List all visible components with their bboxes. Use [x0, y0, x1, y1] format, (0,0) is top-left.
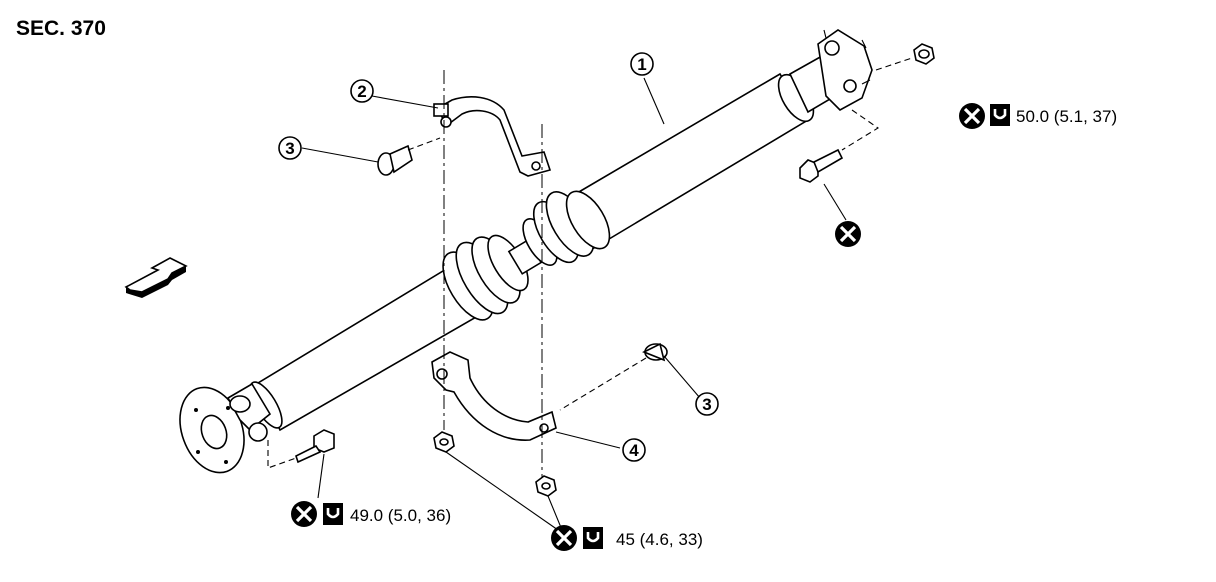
- bracket-nut-right: [535, 475, 557, 497]
- rear-flange-nut: [913, 43, 935, 65]
- center-bearing-torque-spec: 45 (4.6, 33): [551, 525, 703, 551]
- lower-bracket-strap: [431, 351, 557, 441]
- torque-wrench-icon: [583, 527, 603, 549]
- svg-text:50.0 (5.1, 37): 50.0 (5.1, 37): [1016, 107, 1117, 126]
- center-boot: [442, 191, 595, 321]
- upper-clip: [377, 144, 413, 176]
- propeller-shaft: [179, 29, 873, 474]
- front-direction-arrow-icon: [124, 257, 188, 298]
- rear-bolt-do-not-reuse: [835, 221, 861, 247]
- front-flange-yoke: [179, 382, 272, 474]
- torque-wrench-icon: [990, 104, 1010, 126]
- section-title: SEC. 370: [16, 17, 106, 40]
- front-flange-torque-spec: 49.0 (5.0, 36): [291, 501, 451, 527]
- do-not-reuse-icon: [835, 221, 861, 247]
- svg-text:3: 3: [285, 139, 294, 158]
- rear-flange-yoke: [788, 29, 873, 114]
- do-not-reuse-icon: [959, 103, 985, 129]
- svg-text:4: 4: [629, 441, 639, 460]
- upper-bracket-strap: [433, 96, 552, 177]
- rear-flange-torque-spec: 50.0 (5.1, 37): [959, 103, 1117, 129]
- rear-flange-bolt: [799, 148, 844, 183]
- callout-4: 4: [622, 438, 646, 462]
- callout-3-upper: 3: [278, 136, 302, 160]
- front-flange-bolt: [295, 429, 335, 464]
- svg-text:45 (4.6, 33): 45 (4.6, 33): [616, 530, 703, 549]
- callout-3-lower: 3: [695, 392, 719, 416]
- svg-text:3: 3: [702, 395, 711, 414]
- svg-text:1: 1: [637, 55, 646, 74]
- callout-2: 2: [350, 79, 374, 103]
- lower-clip: [642, 342, 668, 362]
- bracket-nut-left: [433, 431, 455, 453]
- callout-1: 1: [630, 52, 654, 76]
- do-not-reuse-icon: [551, 525, 577, 551]
- svg-text:49.0 (5.0, 36): 49.0 (5.0, 36): [350, 506, 451, 525]
- svg-text:2: 2: [357, 82, 366, 101]
- do-not-reuse-icon: [291, 501, 317, 527]
- torque-wrench-icon: [323, 503, 343, 525]
